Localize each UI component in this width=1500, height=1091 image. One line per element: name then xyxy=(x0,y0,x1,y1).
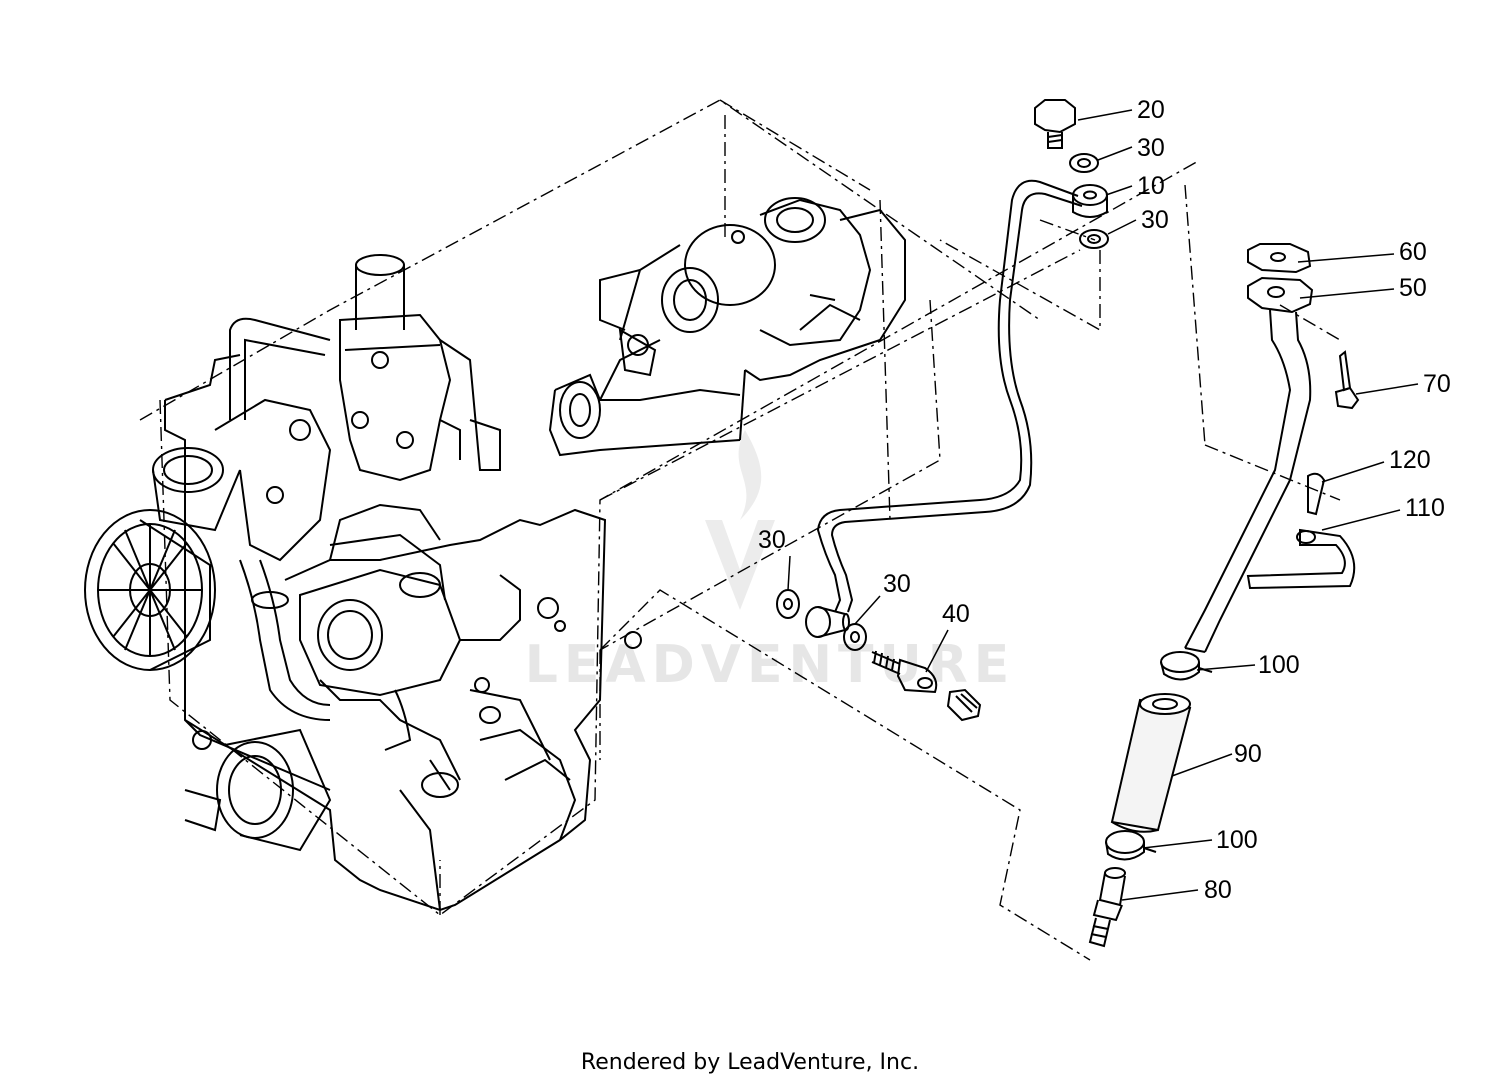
callout-30-right: 30 xyxy=(883,570,911,598)
leader-lines xyxy=(787,109,1419,901)
footer-credit: Rendered by LeadVenture, Inc. xyxy=(580,1050,920,1075)
hose-clamp-100-upper xyxy=(1160,651,1213,681)
callout-70: 70 xyxy=(1423,370,1451,398)
water-pump xyxy=(152,317,332,562)
banjo-eye-10 xyxy=(1072,184,1108,218)
callout-10: 10 xyxy=(1137,172,1165,200)
washer-30-left xyxy=(776,589,800,619)
hose-90 xyxy=(1110,693,1192,833)
engine-block xyxy=(84,317,642,912)
callout-120: 120 xyxy=(1389,446,1431,474)
bolt-70 xyxy=(1334,350,1360,410)
flange-pipe-50 xyxy=(1184,276,1314,653)
clamp-110 xyxy=(1246,528,1356,590)
watermark-text: LEADVENTURE xyxy=(525,635,1016,695)
callout-100-upper: 100 xyxy=(1258,651,1300,679)
banjo-bolt-20 xyxy=(1034,99,1076,149)
callout-20: 20 xyxy=(1137,96,1165,124)
hose-clamp-100-lower xyxy=(1105,830,1157,861)
gasket-60 xyxy=(1247,243,1312,274)
callout-90: 90 xyxy=(1234,740,1262,768)
washer-30-lower xyxy=(1079,229,1109,249)
fitting-80 xyxy=(1088,867,1126,948)
turbocharger xyxy=(548,197,906,457)
callout-30-left: 30 xyxy=(758,526,786,554)
washer-30-top xyxy=(1069,153,1099,173)
injection-pump xyxy=(299,533,521,697)
callout-110: 110 xyxy=(1405,494,1445,522)
callout-30-second: 30 xyxy=(1141,206,1169,234)
oil-filter-housing xyxy=(184,728,332,852)
callout-30-top: 30 xyxy=(1137,134,1165,162)
callout-80: 80 xyxy=(1204,876,1232,904)
oil-pipe xyxy=(816,179,1083,613)
pressure-switch xyxy=(946,688,982,722)
adapter-bolt-40 xyxy=(871,650,938,694)
callout-40: 40 xyxy=(942,600,970,628)
watermark: LEADVENTURE xyxy=(525,430,1016,695)
bolt-120 xyxy=(1307,472,1326,516)
callout-60: 60 xyxy=(1399,238,1427,266)
callout-50: 50 xyxy=(1399,274,1427,302)
thermostat-tower xyxy=(339,254,501,482)
fan-pulley xyxy=(84,509,216,671)
banjo-eye-lower xyxy=(805,606,850,638)
callout-labels: 20 30 10 30 60 50 70 120 110 30 30 40 10… xyxy=(758,96,1451,904)
callout-100-lower: 100 xyxy=(1216,826,1258,854)
